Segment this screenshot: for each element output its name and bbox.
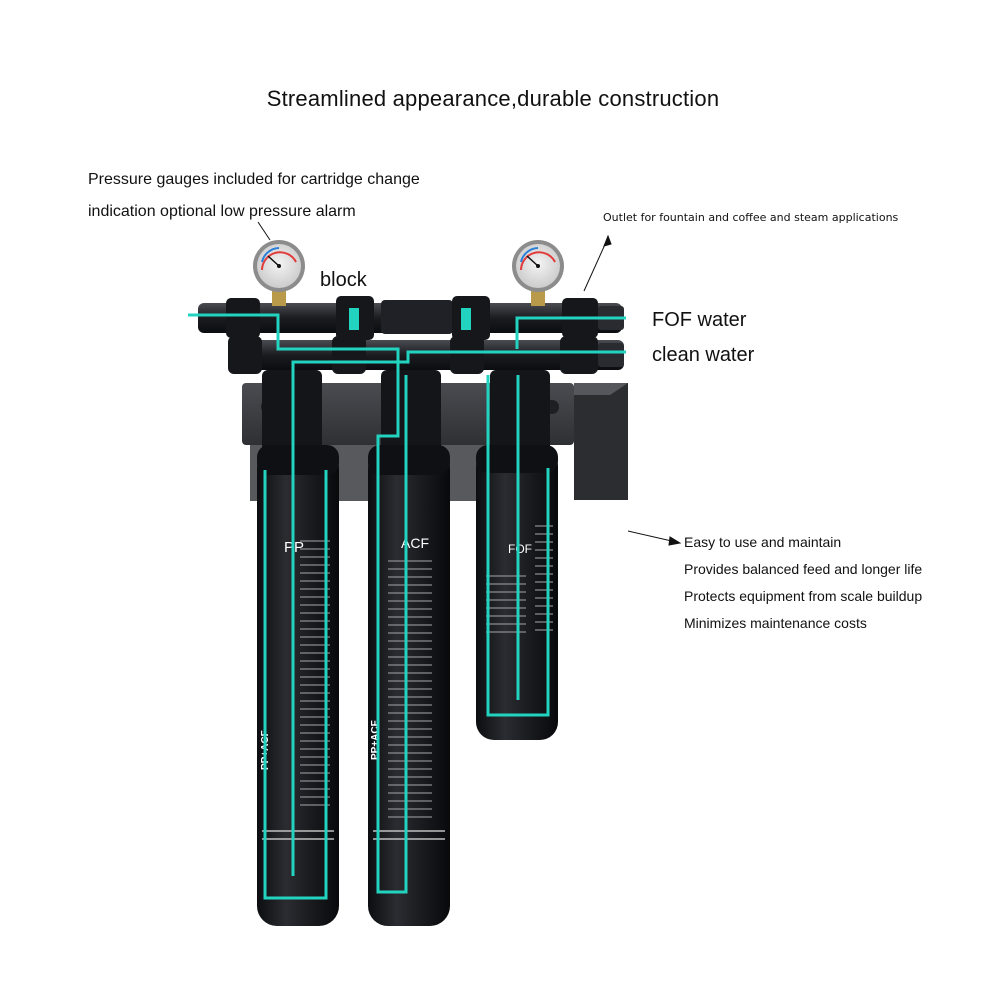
inlet-flow-line <box>188 313 408 894</box>
block-marker-right <box>461 308 471 330</box>
cartridge-acf-side-label: PP+ACF <box>370 720 381 760</box>
gauge-note-line-2: indication optional low pressure alarm <box>88 203 356 220</box>
cartridge-acf-name: ACF <box>401 535 429 551</box>
gauge-note-line-1: Pressure gauges included for cartridge c… <box>88 171 420 188</box>
feature-item: Minimizes maintenance costs <box>684 615 867 631</box>
pressure-gauge-right-icon <box>512 240 564 306</box>
lower-manifold <box>228 336 624 374</box>
outlet-note: Outlet for fountain and coffee and steam… <box>603 211 899 224</box>
block-marker-left <box>349 308 359 330</box>
fof-outlet-flow-line <box>515 316 626 349</box>
fof-water-label: FOF water <box>652 309 747 331</box>
feature-item: Protects equipment from scale buildup <box>684 588 923 604</box>
annotation-pointers <box>257 221 682 546</box>
clean-water-label: clean water <box>652 344 755 366</box>
pressure-gauge-left-icon <box>253 240 305 306</box>
cartridge-fof-name: FOF <box>508 542 532 556</box>
page-title: Streamlined appearance,durable construct… <box>266 86 720 111</box>
cartridge-acf: ACF PP+ACF <box>368 370 450 926</box>
feature-item: Provides balanced feed and longer life <box>684 561 923 577</box>
pp-return-flow-line <box>263 470 328 900</box>
feature-item: Easy to use and maintain <box>684 534 842 550</box>
clean-water-flow-line <box>291 350 626 876</box>
block-label: block <box>320 269 367 291</box>
flow-lines <box>188 313 626 900</box>
fof-cartridge-flow-line <box>486 375 550 717</box>
